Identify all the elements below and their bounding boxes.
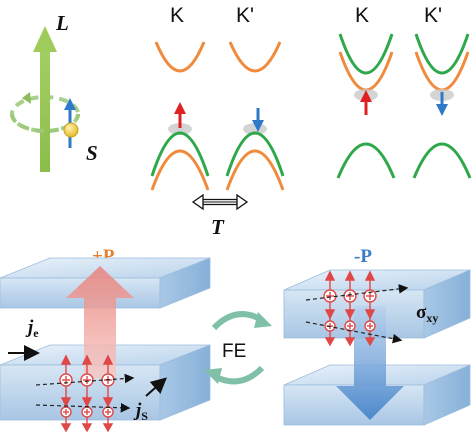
K-valence-band-2 bbox=[336, 142, 396, 179]
valley-K-label-1: K bbox=[170, 4, 184, 27]
positive-polarization-panel: +P bbox=[0, 246, 211, 433]
Kprime-valence-band-green bbox=[225, 131, 285, 177]
polarization-arrow-icon bbox=[66, 266, 134, 378]
Kprime-upper-conduction-band bbox=[228, 41, 282, 73]
time-reversal-symbol: T bbox=[191, 193, 249, 239]
K-upper-conduction-band bbox=[154, 41, 206, 73]
label-L: L bbox=[55, 11, 69, 35]
spin-up-arrow-icon bbox=[174, 102, 186, 114]
spin-dipoles-left bbox=[59, 354, 115, 433]
spin-up-arrow-icon-2 bbox=[360, 90, 372, 102]
polarization-down-arrow-icon bbox=[336, 306, 404, 420]
K-valence-band-green bbox=[150, 131, 210, 177]
spin-dipoles-right bbox=[323, 270, 377, 347]
valley-Kprime-label-1: K' bbox=[236, 4, 254, 27]
angular-momentum-arrow-icon bbox=[33, 26, 57, 52]
band-structure-panel-1: K K' bbox=[150, 4, 285, 191]
label-sigma-xy: σxy bbox=[416, 302, 438, 325]
Kprime-conduction-band-green bbox=[414, 33, 470, 75]
K-hole-pocket bbox=[168, 123, 192, 135]
negative-polarization-panel: -P bbox=[283, 246, 471, 426]
band-structure-panel-2: K K' bbox=[336, 4, 472, 179]
spin-down-arrow-icon bbox=[252, 120, 264, 132]
orbit-front bbox=[10, 113, 80, 133]
spin-current-arrow bbox=[145, 377, 167, 397]
ferroelectric-switch: FE bbox=[204, 311, 272, 385]
lower-slab-right bbox=[283, 364, 471, 426]
K-conduction-band-orange bbox=[338, 51, 394, 92]
Kprime-conduction-band-orange bbox=[414, 51, 470, 92]
K-conduction-band-green bbox=[338, 33, 394, 75]
spin-arrow-icon bbox=[64, 98, 76, 110]
double-arrow-icon bbox=[191, 193, 204, 211]
label-js: jS bbox=[133, 400, 148, 423]
valley-Kprime-label-2: K' bbox=[424, 4, 442, 27]
label-minus-P: -P bbox=[354, 246, 372, 267]
spin-down-arrow-icon-2 bbox=[436, 104, 448, 116]
K-valence-band-orange bbox=[150, 149, 210, 191]
angular-momentum-illustration: L S bbox=[10, 11, 98, 172]
label-FE: FE bbox=[222, 341, 246, 362]
label-je: je bbox=[25, 317, 39, 340]
angular-momentum-shaft bbox=[40, 48, 50, 172]
Kprime-valence-band-orange bbox=[225, 149, 285, 191]
label-T: T bbox=[211, 215, 225, 239]
valley-K-label-2: K bbox=[355, 4, 369, 27]
electron-ball bbox=[63, 122, 79, 138]
orbit-direction-icon bbox=[22, 92, 31, 104]
label-S: S bbox=[86, 141, 98, 165]
Kprime-valence-band-2 bbox=[412, 142, 472, 179]
